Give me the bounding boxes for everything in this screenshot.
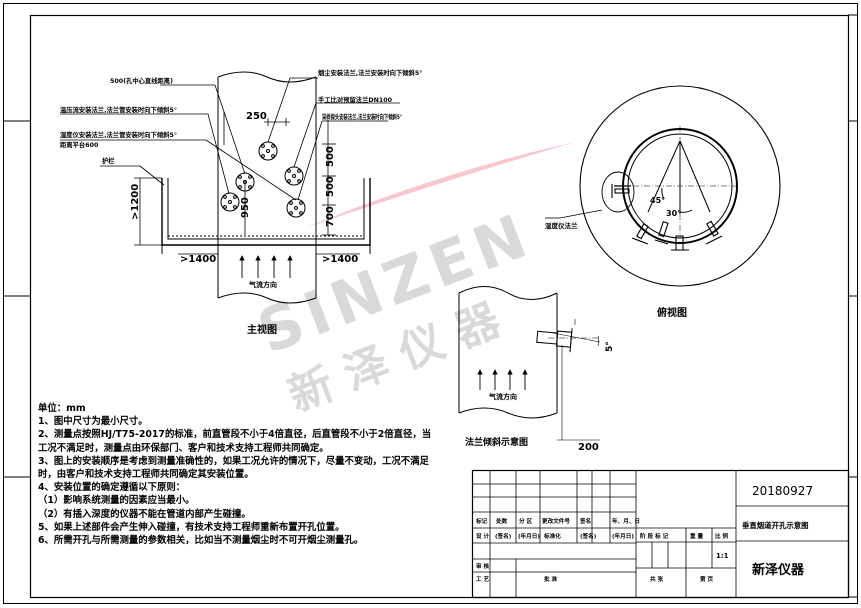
tb-date2: (年月日) [612,532,634,540]
drawing-number: 20180927 [752,484,813,498]
flange-tilt-view [458,286,601,441]
top-view-ports [611,184,723,251]
tb-review: 审 核 [476,562,490,570]
note-4: 4、安装位置的确定遵循以下原则： [38,482,186,494]
tb-page: 第 页 [699,575,714,583]
tb-sign: 签名 [579,517,591,525]
note-6: 6、所需开孔与所需测量的参数相关，比如当不测量烟尘时不可开烟尘测量孔。 [38,535,364,547]
tb-std: 标准化 [543,532,561,540]
tb-approve: 批 准 [544,575,558,583]
title-block [471,469,850,599]
angle-45-label: 45° [650,196,665,205]
note-4b: （2）有插入深度的仪器不能在管道内部产生碰撞。 [38,508,251,520]
label-guardrail: 护栏 [102,156,115,165]
tb-design: 设 计 [476,532,490,540]
dim-700: 700 [325,206,336,227]
airflow-arrows-flange [477,369,528,390]
label-platform-dist: 距离平台600 [60,140,99,149]
tb-date1: (年月日) [518,532,540,540]
airflow-arrows-main [239,255,293,278]
note-1: 1、图中尺寸为最小尺寸。 [38,416,148,428]
label-humidity: 湿度仪安装法兰,法兰管安装时向下倾斜5° [60,130,177,139]
title-block-text: 标记 处数 分 区 更改文件号 签名 年、月、日 设 计 (签名) (年月日) … [475,517,729,583]
dim-1400-right: >1400 [322,254,358,265]
airflow-label-main: 气流方向 [248,280,277,289]
tb-stage: 阶 段 标 记 [640,532,669,540]
dim-500a: 500 [325,146,336,167]
leader-lines [60,77,400,201]
notes-block: 单位：mm 1、图中尺寸为最小尺寸。 2、测量点按照HJ/T75-2017的标准… [38,402,438,547]
dim-1200: >1200 [130,184,141,220]
note-5: 5、如果上述部件会产生伸入碰撞，有技术支持工程师重新布置开孔位置。 [38,521,345,533]
tb-process: 工 艺 [476,575,490,583]
top-view [545,85,781,287]
humidity-flange-label: 湿度仪法兰 [545,221,578,230]
label-sampling: 采样探头安装法兰,法兰安装时向下倾斜5° [321,112,402,121]
tb-scale-label: 比 例 [715,532,729,540]
angle-5-label: 5° [605,341,615,352]
dim-950: 950 [240,197,251,218]
dim-1400-left: >1400 [180,254,216,265]
tb-count: 处数 [495,517,508,525]
main-view-labels: 500(孔中心直线距离) 烟尘安装法兰,法兰安装时向下倾斜5° 温压流安装法兰,… [60,68,422,165]
tb-zone: 分 区 [519,517,533,525]
tb-scale: 1:1 [716,552,729,560]
tb-date: 年、月、日 [612,517,640,525]
dim-250: 250 [246,111,267,122]
note-3: 3、图上的安装顺序是考虑到测量准确性的，如果工况允许的情况下，尽量不变动，工况不… [38,455,429,481]
airflow-label-flange: 气流方向 [488,392,517,401]
tb-sig2: (签名) [580,532,597,540]
main-view-dimensions: 250 500 500 700 950 >1200 >1400 >1400 [130,111,358,265]
notes-unit: 单位：mm [38,403,86,414]
tb-sig1: (签名) [495,532,512,540]
tb-weight: 重 量 [690,532,704,540]
label-flue-flange: 烟尘安装法兰,法兰安装时向下倾斜5° [318,68,422,77]
note-4a: （1）影响系统测量的因素应当最小。 [38,495,195,507]
sheet-border [3,3,858,604]
port-circles [220,141,306,218]
label-temp-pressure: 温压流安装法兰,法兰管安装时向下倾斜5° [60,105,177,114]
note-2: 2、测量点按照HJ/T75-2017的标准，前直管段不小于4倍直径，后直管段不小… [38,429,432,454]
top-view-title: 俯视图 [657,306,687,319]
dimension-lines [134,118,360,255]
dim-200: 200 [578,442,599,453]
angle-30-label: 30° [666,209,681,218]
watermark-swoosh [305,142,575,228]
tb-mark: 标记 [475,517,488,525]
flange-view-title: 法兰倾斜示意图 [465,436,528,448]
main-view [60,71,400,304]
drawing-title: 垂直烟道开孔示意图 [742,521,809,530]
label-manual: 手工比对预留法兰DN100 [318,95,393,104]
company-name: 新泽仪器 [752,562,805,578]
tb-docno: 更改文件号 [542,517,570,525]
tb-total: 共 张 [650,575,664,583]
dim-500b: 500 [325,176,336,197]
label-hole-500: 500(孔中心直线距离) [110,76,173,85]
main-view-title: 主视图 [247,323,277,336]
